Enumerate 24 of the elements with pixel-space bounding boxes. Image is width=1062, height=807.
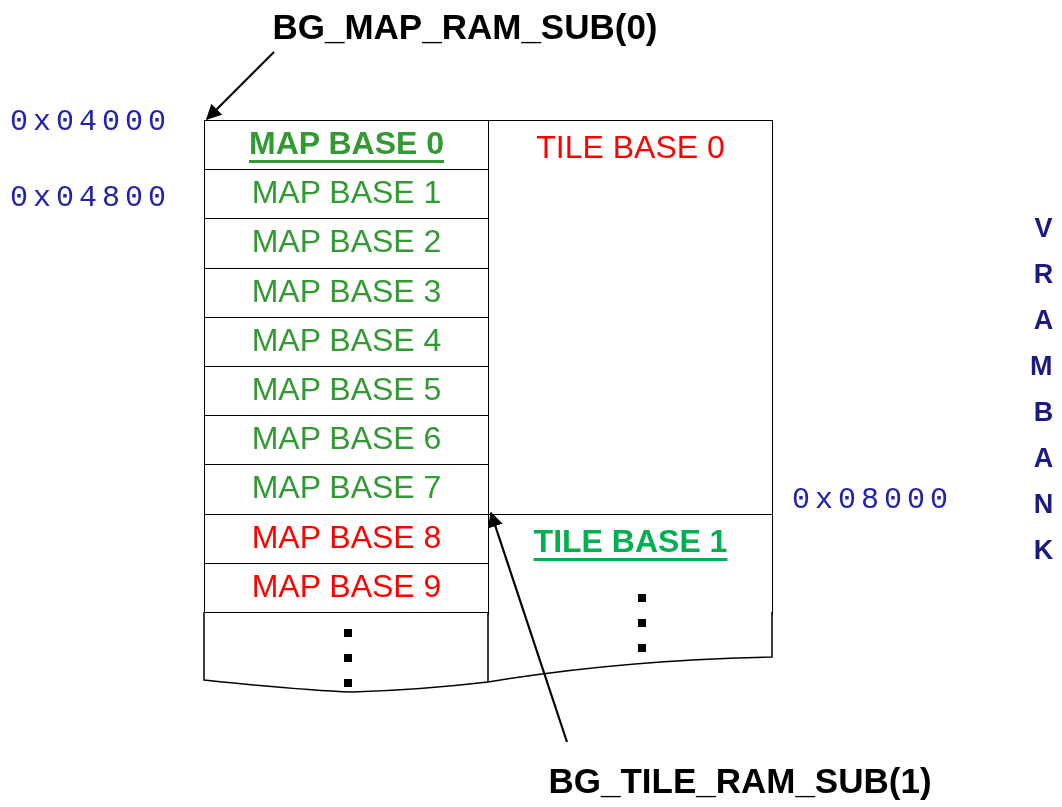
block-label: MAP BASE 4 bbox=[251, 320, 442, 360]
block-label: MAP BASE 2 bbox=[251, 222, 442, 262]
address-label: 0x04800 bbox=[10, 180, 172, 217]
memory-block bbox=[488, 514, 773, 615]
arrow bbox=[488, 511, 569, 743]
bank-label: VRAM BANK bbox=[1030, 212, 1055, 567]
block-label: TILE BASE 0 bbox=[536, 128, 725, 167]
register-name: BG_MAP_RAM_SUB(0) bbox=[272, 6, 658, 48]
memory-block bbox=[204, 120, 489, 171]
register-name: BG_TILE_RAM_SUB(1) bbox=[548, 760, 932, 802]
memory-block bbox=[204, 562, 489, 613]
address-label: 0x04000 bbox=[10, 104, 172, 141]
block-label: MAP BASE 7 bbox=[251, 468, 442, 508]
block-label: MAP BASE 3 bbox=[251, 271, 442, 311]
block-label: MAP BASE 5 bbox=[251, 370, 442, 409]
address-label: 0x08000 bbox=[792, 482, 954, 519]
block-label: MAP BASE 9 bbox=[251, 566, 442, 606]
block-label: MAP BASE 8 bbox=[251, 517, 442, 557]
arrow bbox=[205, 51, 275, 121]
block-label: MAP BASE 0 bbox=[249, 124, 444, 163]
block-label: MAP BASE 6 bbox=[251, 419, 442, 459]
block-label: TILE BASE 1 bbox=[533, 522, 728, 561]
memory-block bbox=[488, 120, 773, 515]
block-label: MAP BASE 1 bbox=[251, 173, 442, 213]
